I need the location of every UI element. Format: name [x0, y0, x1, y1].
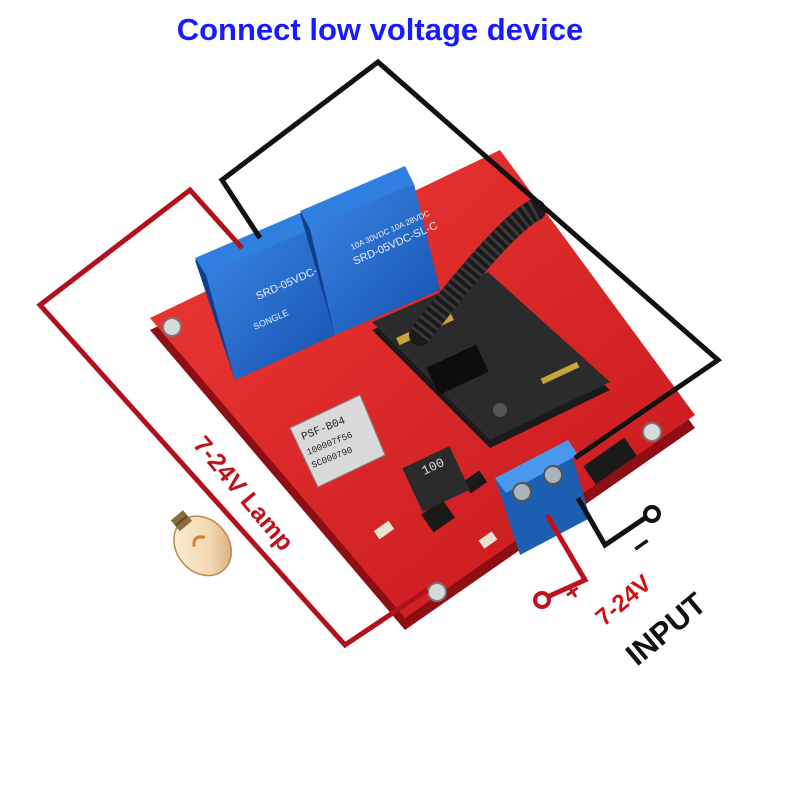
terminal-block	[495, 440, 590, 555]
smd-component	[478, 531, 498, 549]
lamp-circuit-wire	[36, 186, 429, 649]
screw-icon	[642, 422, 662, 442]
inductor: 100	[402, 446, 470, 512]
smd-component	[462, 470, 488, 494]
screw-icon	[427, 582, 447, 602]
negative-input-wire	[575, 496, 650, 549]
smd-component	[421, 499, 455, 533]
relay-2: SRD-05VDC-SL-C 10A 30VDC 10A 28VDC	[300, 166, 440, 335]
minus-label: −	[625, 527, 658, 564]
device-circuit-wire	[218, 58, 723, 461]
screw-icon	[162, 317, 182, 337]
wifi-module: PSF-B04 100007f56 SC000790	[289, 394, 386, 488]
relay-1: SRD-05VDC-SL-C SONGLE	[195, 213, 342, 380]
smd-component	[373, 520, 395, 540]
antenna-icon	[409, 199, 546, 346]
lamp-bulb-icon	[170, 510, 232, 577]
negative-terminal-icon	[643, 505, 661, 523]
positive-input-wire	[543, 513, 589, 601]
terminal-screw-icon	[543, 465, 563, 485]
terminal-screw-icon	[512, 482, 532, 502]
diagram-title: Connect low voltage device	[176, 12, 584, 47]
smd-component	[583, 437, 637, 485]
positive-terminal-icon	[533, 591, 551, 609]
